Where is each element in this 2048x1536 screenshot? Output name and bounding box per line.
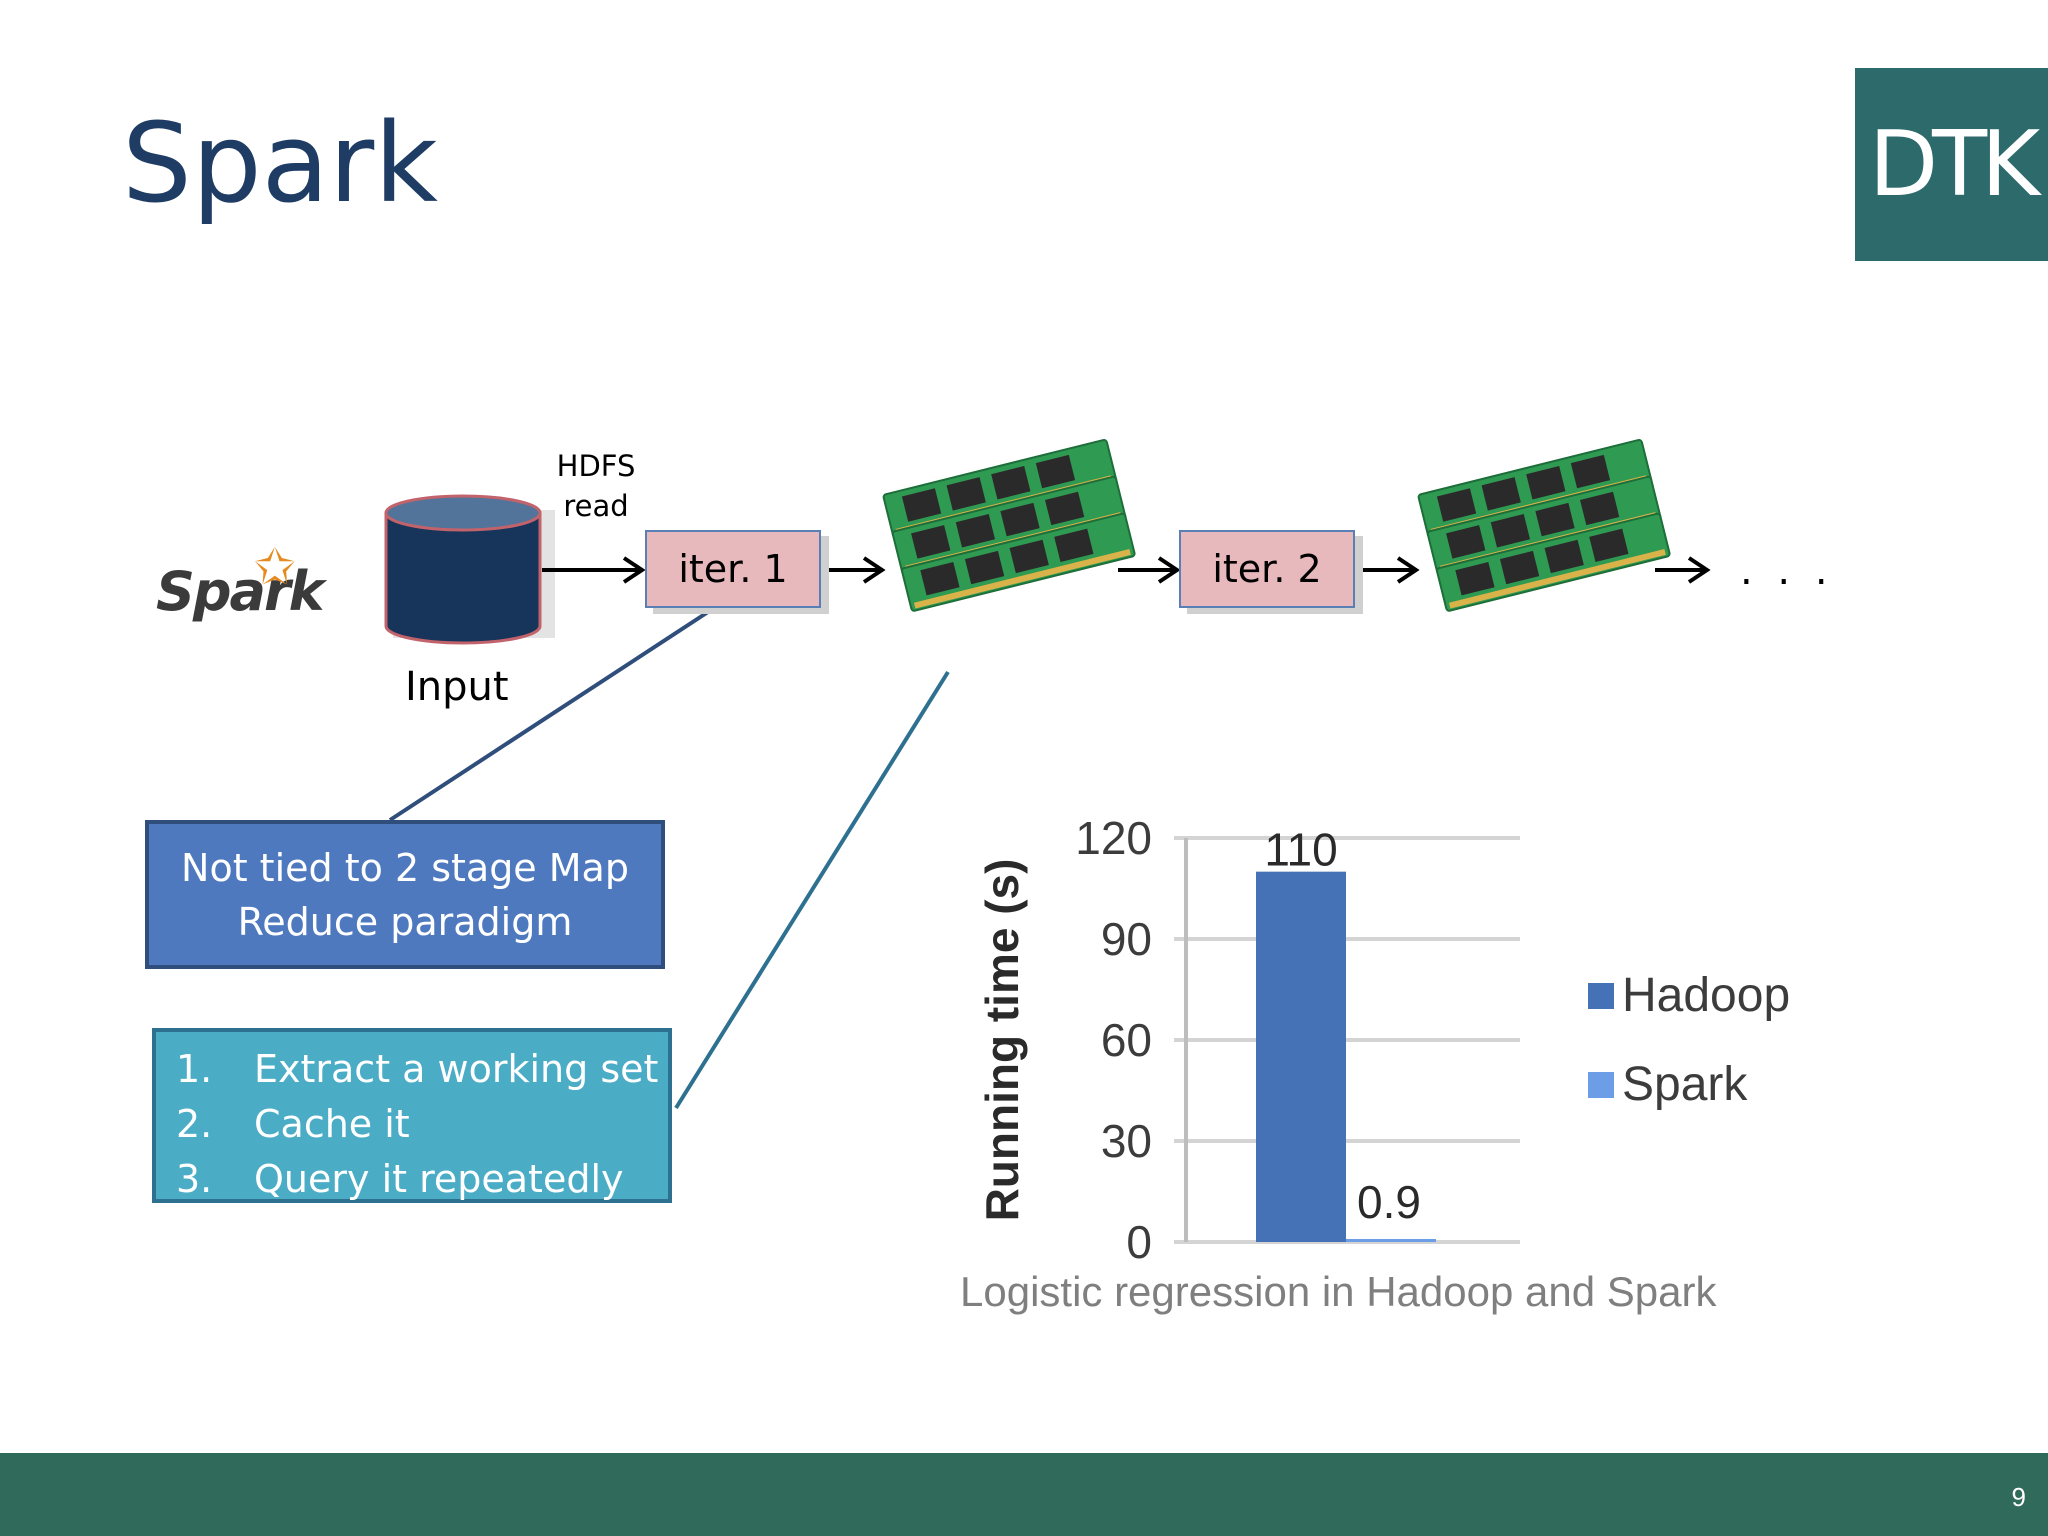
chart-title: Logistic regression in Hadoop and Spark (960, 1268, 1717, 1315)
arrow-memory-to-more (1655, 556, 1711, 584)
legend-item-hadoop: Hadoop (1588, 968, 1790, 1023)
hdfs-label-line2: read (563, 489, 629, 523)
spark-logo: Spark (156, 560, 325, 623)
iter-1-box: iter. 1 (645, 530, 821, 608)
memory-stack-icon-2 (1417, 438, 1672, 613)
dtk-logo: DTK (1855, 68, 2048, 261)
list-number: 3. (176, 1157, 213, 1201)
list-text: Cache it (254, 1102, 410, 1146)
y-tick-label: 90 (1101, 913, 1152, 965)
hdfs-label-line1: HDFS (556, 449, 636, 483)
connector-line-2 (674, 670, 950, 1110)
connector-line-1 (388, 610, 710, 822)
callout-line-2: Reduce paradigm (237, 899, 573, 944)
y-tick-label: 60 (1101, 1014, 1152, 1066)
callout-steps: 1. Extract a working set 2. Cache it 3. … (152, 1028, 672, 1203)
callout-line-1: Not tied to 2 stage Map (181, 845, 629, 890)
legend-swatch-spark (1588, 1071, 1614, 1098)
data-label: 0.9 (1357, 1176, 1421, 1228)
list-number: 1. (176, 1047, 213, 1091)
list-item: 1. Extract a working set (176, 1042, 668, 1097)
footer-bar (0, 1453, 2048, 1536)
spark-logo-text: Spark (156, 560, 325, 623)
legend-item-spark: Spark (1588, 1057, 1790, 1112)
list-item: 2. Cache it (176, 1097, 668, 1152)
page-number: 9 (2011, 1482, 2026, 1512)
list-text: Extract a working set (254, 1047, 659, 1091)
ellipsis: . . . (1740, 548, 1834, 594)
iter-2-box: iter. 2 (1179, 530, 1355, 608)
y-tick-label: 30 (1101, 1115, 1152, 1167)
legend-swatch-hadoop (1588, 982, 1614, 1009)
y-tick-label: 0 (1126, 1216, 1152, 1268)
list-number: 2. (176, 1102, 213, 1146)
input-cylinder-icon (384, 494, 555, 645)
spark-star-icon: ✩ (254, 538, 296, 596)
arrow-iter1-to-memory (826, 556, 886, 584)
y-tick-label: 120 (1075, 812, 1152, 864)
arrow-input-to-iter1 (542, 556, 646, 584)
arrow-iter2-to-memory (1360, 556, 1420, 584)
input-label: Input (405, 664, 509, 710)
legend-label-spark: Spark (1622, 1058, 1748, 1111)
list-text: Query it repeatedly (254, 1157, 624, 1201)
legend-label-hadoop: Hadoop (1622, 969, 1791, 1022)
pipeline-diagram (384, 438, 1711, 1110)
y-axis-label: Running time (s) (976, 859, 1028, 1222)
data-label: 110 (1264, 824, 1337, 876)
bar-hadoop (1256, 871, 1346, 1242)
memory-stack-icon-1 (882, 438, 1137, 613)
callout-mapreduce: Not tied to 2 stage Map Reduce paradigm (145, 820, 665, 969)
hdfs-read-label: HDFS read (554, 446, 638, 526)
bar-spark (1346, 1238, 1436, 1242)
slide-title: Spark (122, 99, 438, 227)
arrow-memory-to-iter2 (1118, 556, 1181, 584)
chart-legend: Hadoop Spark (1588, 968, 1790, 1112)
list-item: 3. Query it repeatedly (176, 1152, 668, 1207)
